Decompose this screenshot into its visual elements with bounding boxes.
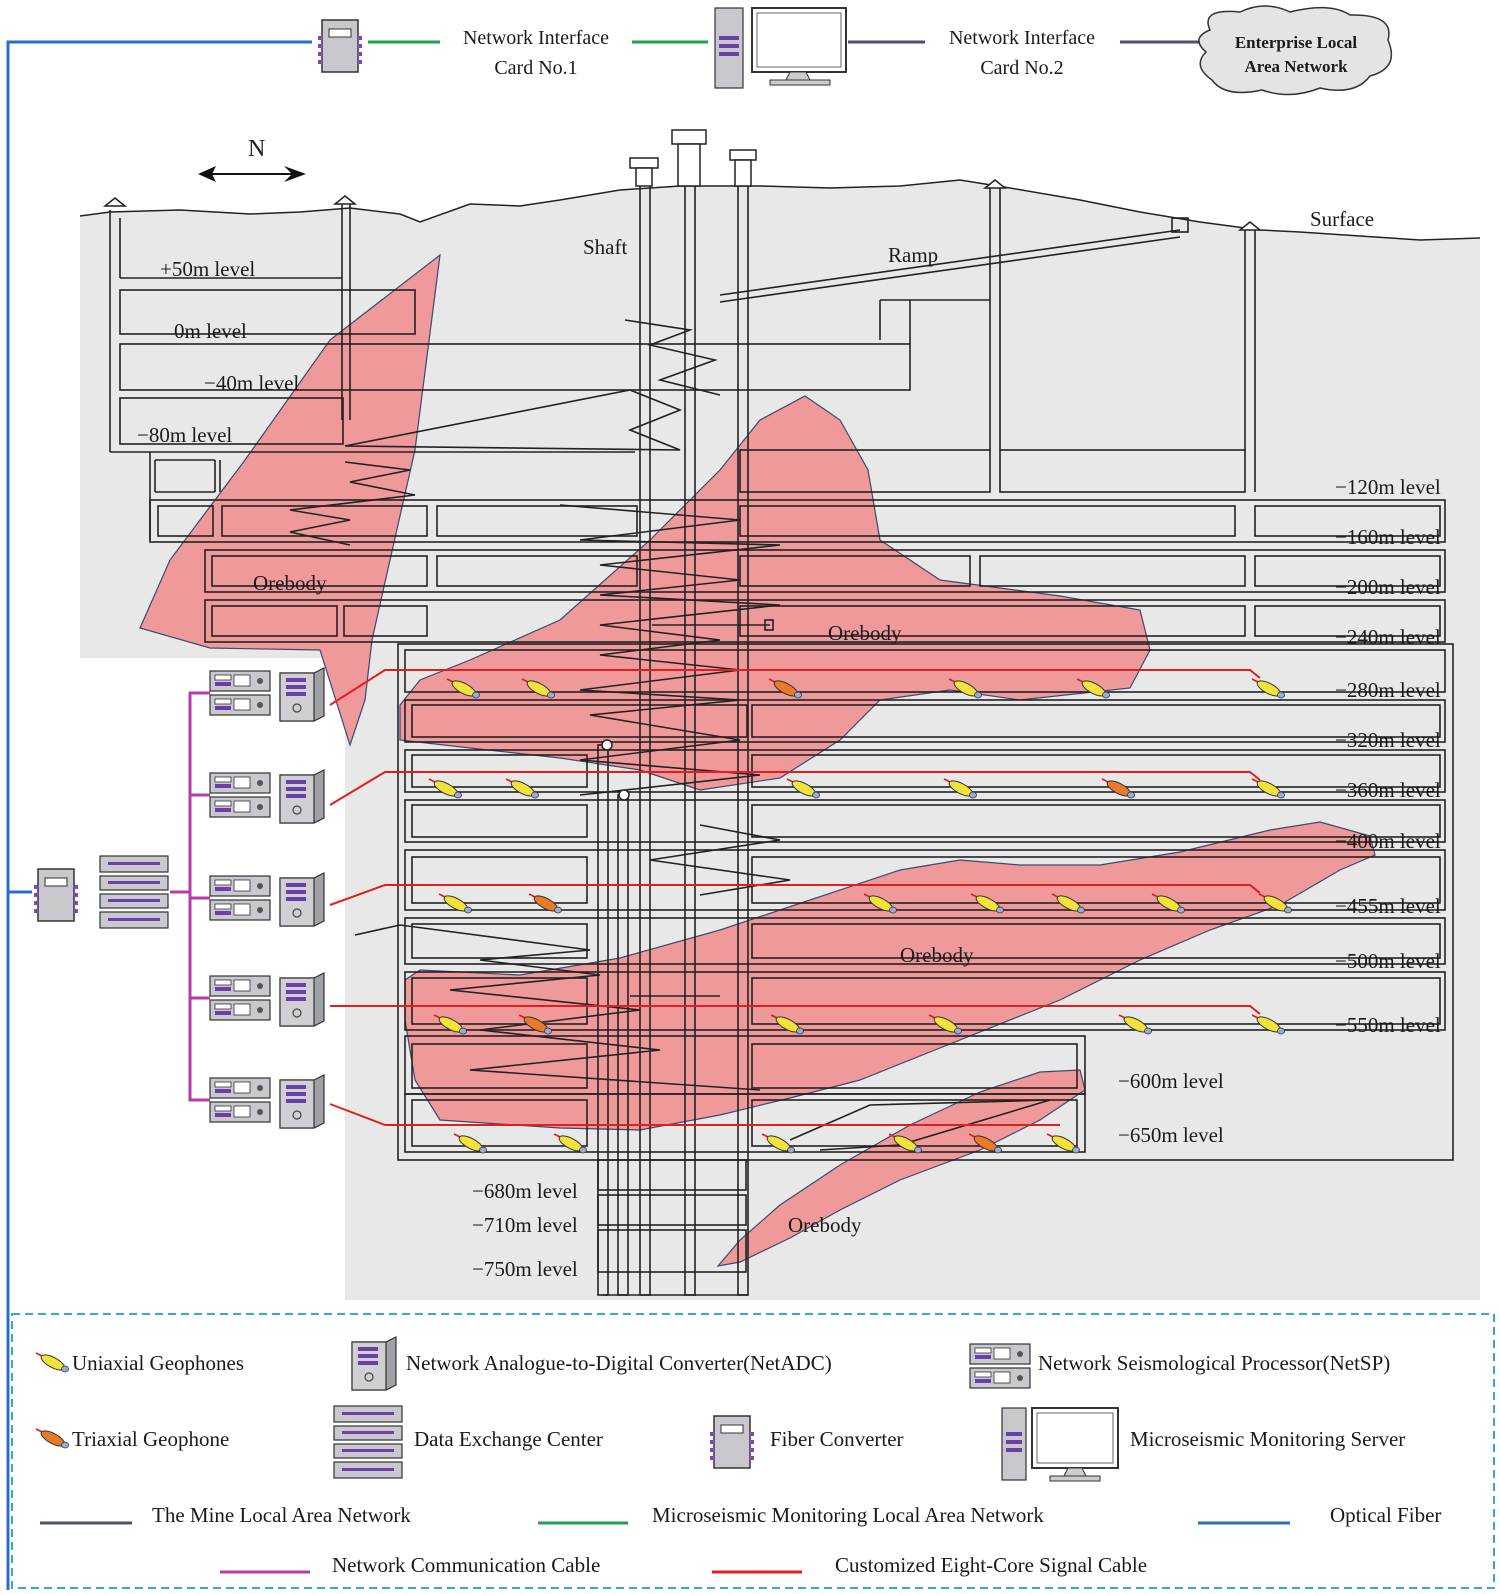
level-label: −360m level <box>1335 778 1441 802</box>
legend-netsp: Network Seismological Processor(NetSP) <box>1038 1351 1390 1375</box>
signal-cables <box>329 669 1261 1126</box>
server-top <box>714 7 847 89</box>
legend-server-icon <box>1001 1407 1119 1482</box>
fiber-converter-underground <box>33 868 79 922</box>
legend: Uniaxial Geophones Network Analogue-to-D… <box>11 1313 1495 1589</box>
fiber-converter-top <box>317 19 363 73</box>
nic1-line2: Card No.1 <box>494 57 577 79</box>
level-label: −40m level <box>204 371 299 395</box>
level-label: −550m level <box>1335 1013 1441 1037</box>
level-label: −240m level <box>1335 625 1441 649</box>
level-label: −600m level <box>1118 1069 1224 1093</box>
nic2-line2: Card No.2 <box>980 57 1063 79</box>
level-label: −400m level <box>1335 829 1441 853</box>
level-label: 0m level <box>174 319 247 343</box>
level-label: −200m level <box>1335 575 1441 599</box>
level-label: −500m level <box>1335 949 1441 973</box>
level-label: −710m level <box>472 1213 578 1237</box>
north-arrow: N <box>198 136 306 182</box>
netadc-455 <box>279 872 325 927</box>
level-label: −80m level <box>137 423 232 447</box>
netsp-650 <box>209 1077 271 1123</box>
enterprise-line2: Area Network <box>1244 57 1348 76</box>
level-label: +50m level <box>160 257 255 281</box>
netsp-455 <box>209 875 271 921</box>
level-label: −280m level <box>1335 678 1441 702</box>
enterprise-cloud <box>1198 5 1393 96</box>
netsp-360 <box>209 772 271 818</box>
orebody-label: Orebody <box>900 943 974 967</box>
level-label: −650m level <box>1118 1123 1224 1147</box>
level-label: −320m level <box>1335 728 1441 752</box>
legend-optical: Optical Fiber <box>1330 1503 1441 1527</box>
north-label: N <box>248 136 265 162</box>
netadc-550 <box>279 972 325 1027</box>
monitoring-network <box>8 667 325 1129</box>
netsp-550 <box>209 975 271 1021</box>
netadc-280 <box>279 667 325 722</box>
legend-netadc-icon <box>351 1336 397 1391</box>
shaft-label: Shaft <box>583 235 627 259</box>
netadc-360 <box>279 769 325 824</box>
legend-uniaxial: Uniaxial Geophones <box>72 1351 244 1375</box>
legend-netcomm: Network Communication Cable <box>332 1553 600 1577</box>
legend-ms-lan: Microseismic Monitoring Local Area Netwo… <box>652 1503 1044 1527</box>
level-label: −160m level <box>1335 525 1441 549</box>
legend-mine-lan: The Mine Local Area Network <box>152 1503 411 1527</box>
orebody-4 <box>716 1069 1086 1267</box>
level-label: −455m level <box>1335 894 1441 918</box>
data-exchange-center <box>99 855 169 929</box>
legend-server: Microseismic Monitoring Server <box>1130 1427 1405 1451</box>
level-label: −680m level <box>472 1179 578 1203</box>
orebody-label: Orebody <box>788 1213 862 1237</box>
ramp-label: Ramp <box>888 243 938 267</box>
legend-triaxial: Triaxial Geophone <box>72 1427 229 1451</box>
orebody-label: Orebody <box>253 571 327 595</box>
orebody-3 <box>404 821 1376 1131</box>
legend-fiber-converter-icon <box>709 1415 755 1469</box>
legend-netadc: Network Analogue-to-Digital Converter(Ne… <box>406 1351 832 1375</box>
enterprise-line1: Enterprise Local <box>1235 33 1358 52</box>
nic2-line1: Network Interface <box>949 27 1095 49</box>
netadc-650 <box>279 1074 325 1129</box>
map-labels: Surface Shaft Ramp Orebody Orebody Orebo… <box>137 207 1441 1281</box>
orebody-label: Orebody <box>828 621 902 645</box>
legend-signal: Customized Eight-Core Signal Cable <box>835 1553 1147 1577</box>
surface-label: Surface <box>1310 207 1374 231</box>
nic1-line1: Network Interface <box>463 27 609 49</box>
netsp-280 <box>209 670 271 716</box>
level-label: −120m level <box>1335 475 1441 499</box>
legend-dec: Data Exchange Center <box>414 1427 603 1451</box>
optical-fiber-top <box>6 40 312 1590</box>
headframes <box>102 129 1263 801</box>
level-label: −750m level <box>472 1257 578 1281</box>
legend-fiber-converter: Fiber Converter <box>770 1427 904 1451</box>
mine-workings <box>109 149 1454 1296</box>
